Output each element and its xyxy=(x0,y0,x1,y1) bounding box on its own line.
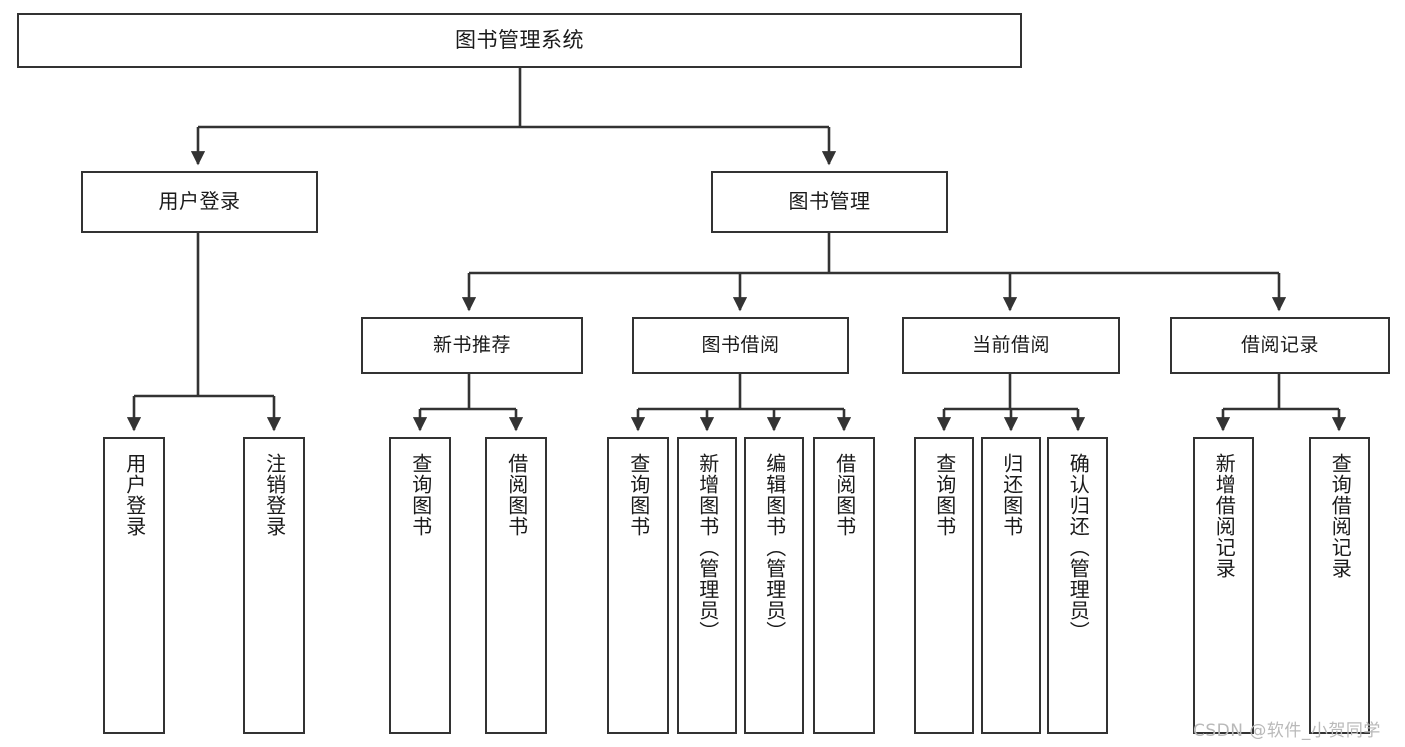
node-leaf-user-login[interactable]: 用户登录 xyxy=(103,437,165,734)
node-current-borrow-label: 当前借阅 xyxy=(971,334,1050,357)
node-leaf-edit-book-admin[interactable]: 编辑图书（管理员） xyxy=(744,437,804,734)
node-leaf-add-borrow-record[interactable]: 新增借阅记录 xyxy=(1193,437,1254,734)
node-leaf-confirm-return-admin-label: 确认归还（管理员） xyxy=(1066,453,1091,642)
node-root-label: 图书管理系统 xyxy=(455,28,584,53)
node-current-borrow[interactable]: 当前借阅 xyxy=(902,317,1120,374)
node-book-manage[interactable]: 图书管理 xyxy=(711,171,948,233)
node-leaf-add-book-admin[interactable]: 新增图书（管理员） xyxy=(677,437,737,734)
node-book-borrow-label: 图书借阅 xyxy=(701,334,780,357)
csdn-watermark: CSDN @软件_小贺同学 xyxy=(1193,721,1381,741)
node-leaf-user-login-label: 用户登录 xyxy=(122,453,147,537)
node-borrow-record[interactable]: 借阅记录 xyxy=(1170,317,1390,374)
node-user-login[interactable]: 用户登录 xyxy=(81,171,318,233)
node-book-borrow[interactable]: 图书借阅 xyxy=(632,317,849,374)
node-leaf-query-borrow-record-label: 查询借阅记录 xyxy=(1328,453,1353,579)
node-leaf-return-book[interactable]: 归还图书 xyxy=(981,437,1041,734)
node-new-book-recommend[interactable]: 新书推荐 xyxy=(361,317,583,374)
node-leaf-query-book-rec-label: 查询图书 xyxy=(408,453,433,537)
node-leaf-confirm-return-admin[interactable]: 确认归还（管理员） xyxy=(1047,437,1108,734)
node-leaf-add-book-admin-label: 新增图书（管理员） xyxy=(695,453,720,642)
node-leaf-borrow-book-bor[interactable]: 借阅图书 xyxy=(813,437,875,734)
node-leaf-return-book-label: 归还图书 xyxy=(999,453,1024,537)
node-borrow-record-label: 借阅记录 xyxy=(1240,334,1319,357)
node-leaf-query-borrow-record[interactable]: 查询借阅记录 xyxy=(1309,437,1370,734)
node-user-login-label: 用户登录 xyxy=(158,189,241,214)
node-book-manage-label: 图书管理 xyxy=(788,189,871,214)
node-leaf-query-book-cur-label: 查询图书 xyxy=(932,453,957,537)
node-leaf-query-book-cur[interactable]: 查询图书 xyxy=(914,437,974,734)
node-leaf-query-book-bor[interactable]: 查询图书 xyxy=(607,437,669,734)
node-leaf-borrow-book-rec-label: 借阅图书 xyxy=(504,453,529,537)
node-leaf-query-book-rec[interactable]: 查询图书 xyxy=(389,437,451,734)
node-leaf-logout-login[interactable]: 注销登录 xyxy=(243,437,305,734)
node-root[interactable]: 图书管理系统 xyxy=(17,13,1022,68)
node-leaf-borrow-book-bor-label: 借阅图书 xyxy=(832,453,857,537)
node-leaf-borrow-book-rec[interactable]: 借阅图书 xyxy=(485,437,547,734)
node-leaf-edit-book-admin-label: 编辑图书（管理员） xyxy=(762,453,787,642)
node-leaf-logout-login-label: 注销登录 xyxy=(262,453,287,537)
node-leaf-query-book-bor-label: 查询图书 xyxy=(626,453,651,537)
node-leaf-add-borrow-record-label: 新增借阅记录 xyxy=(1212,453,1237,579)
node-new-book-recommend-label: 新书推荐 xyxy=(432,334,511,357)
